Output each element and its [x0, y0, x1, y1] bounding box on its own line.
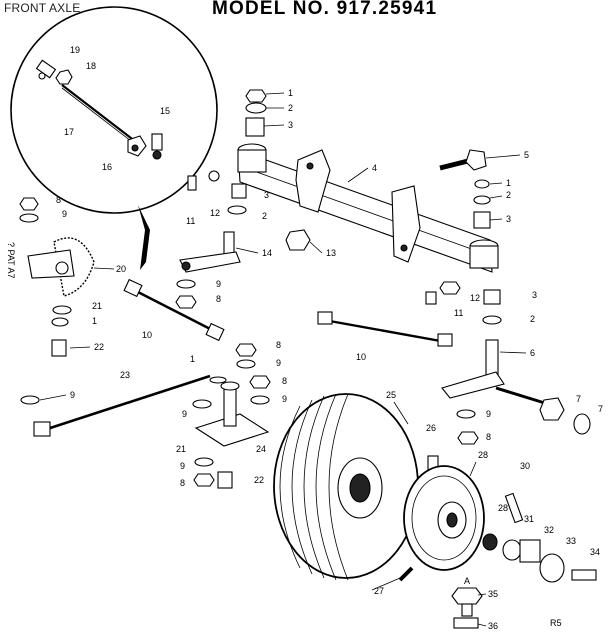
callout-9: 9	[216, 279, 221, 289]
callout-10: 10	[142, 330, 152, 340]
callout-33: 33	[566, 536, 576, 546]
callout-8: 8	[216, 294, 221, 304]
callout-22: 22	[254, 475, 264, 485]
callout-3: 3	[506, 214, 511, 224]
callout-8: 8	[486, 432, 491, 442]
wheel-rim	[403, 465, 485, 571]
callout-20: 20	[116, 264, 126, 274]
callout-32: 32	[544, 525, 554, 535]
callout-28: 28	[498, 503, 508, 513]
tie-rod-right	[317, 311, 453, 347]
washer-2-right	[473, 195, 491, 205]
callout-28: 28	[478, 450, 488, 460]
callout-1: 1	[506, 178, 511, 188]
callout-15: 15	[160, 106, 170, 116]
callout-9: 9	[282, 394, 287, 404]
steering-sector-gear	[27, 237, 95, 297]
tie-rod-detail-inset	[10, 6, 218, 270]
callout-7: 7	[598, 404, 603, 414]
nut-7	[539, 397, 565, 421]
callout-30: 30	[520, 461, 530, 471]
callout-2: 2	[530, 314, 535, 324]
nut-1-top	[245, 89, 267, 103]
spindle-right	[441, 339, 549, 406]
callout-9: 9	[486, 409, 491, 419]
callout-27: 27	[374, 586, 384, 596]
callout-11: 11	[454, 308, 463, 318]
callout-10: 10	[356, 352, 366, 362]
callout-24: 24	[256, 444, 266, 454]
callout-1: 1	[288, 88, 293, 98]
callout-12: 12	[470, 293, 480, 303]
callout-2: 2	[262, 211, 267, 221]
leader-lines	[39, 92, 527, 627]
callout-labels: 1 2 3 5 4 1 2 3 11 12 3 2 13 14 19 18 15…	[56, 45, 603, 631]
callout-34: 34	[590, 547, 600, 557]
callout-19: 19	[70, 45, 80, 55]
bushing-3-top	[245, 117, 265, 137]
callout-2: 2	[288, 103, 293, 113]
callout-23: 23	[120, 370, 130, 380]
callout-7: 7	[576, 394, 581, 404]
corner-code: R5	[550, 618, 562, 628]
callout-9: 9	[182, 409, 187, 419]
tie-rod-left	[123, 278, 225, 342]
callout-13: 13	[326, 248, 336, 258]
callout-6: 6	[530, 348, 535, 358]
bushing-3-right	[473, 211, 491, 229]
callout-31: 31	[524, 514, 534, 524]
callout-4: 4	[372, 163, 377, 173]
cap-7	[573, 413, 591, 435]
callout-14: 14	[262, 248, 272, 258]
callout-A: A	[464, 576, 470, 586]
bearing-1-right	[474, 179, 490, 189]
callout-8: 8	[180, 478, 185, 488]
callout-18: 18	[86, 61, 96, 71]
callout-1: 1	[92, 316, 97, 326]
callout-9: 9	[70, 390, 75, 400]
callout-36: 36	[488, 621, 498, 631]
callout-11: 11	[186, 216, 195, 226]
nut-13	[285, 229, 311, 251]
side-note: ? PAT A7	[6, 242, 16, 279]
front-tire	[273, 393, 419, 581]
drag-link	[20, 374, 211, 437]
steering-pivot-plate	[194, 376, 270, 447]
washer-2-top	[245, 102, 267, 114]
callout-9: 9	[180, 461, 185, 471]
spindle-left	[179, 231, 241, 273]
callout-12: 12	[210, 208, 220, 218]
callout-9: 9	[276, 358, 281, 368]
model-number-title: MODEL NO. 917.25941	[212, 0, 438, 19]
inset-pointer	[138, 205, 150, 270]
section-title: FRONT AXLE	[4, 1, 81, 15]
callout-8: 8	[56, 195, 61, 205]
callout-3: 3	[532, 290, 537, 300]
axle-pivot-bolt	[439, 149, 487, 171]
callout-9: 9	[62, 209, 67, 219]
callout-8: 8	[282, 376, 287, 386]
callout-35: 35	[488, 589, 498, 599]
callout-1: 1	[190, 354, 195, 364]
callout-22: 22	[94, 342, 104, 352]
callout-21: 21	[92, 301, 102, 311]
front-axle-beam	[237, 143, 499, 273]
callout-21: 21	[176, 444, 186, 454]
callout-5: 5	[524, 150, 529, 160]
callout-17: 17	[64, 127, 74, 137]
callout-26: 26	[426, 423, 436, 433]
callout-3: 3	[264, 190, 269, 200]
callout-3: 3	[288, 120, 293, 130]
callout-8: 8	[276, 340, 281, 350]
callout-2: 2	[506, 190, 511, 200]
callout-25: 25	[386, 390, 396, 400]
callout-16: 16	[102, 162, 112, 172]
